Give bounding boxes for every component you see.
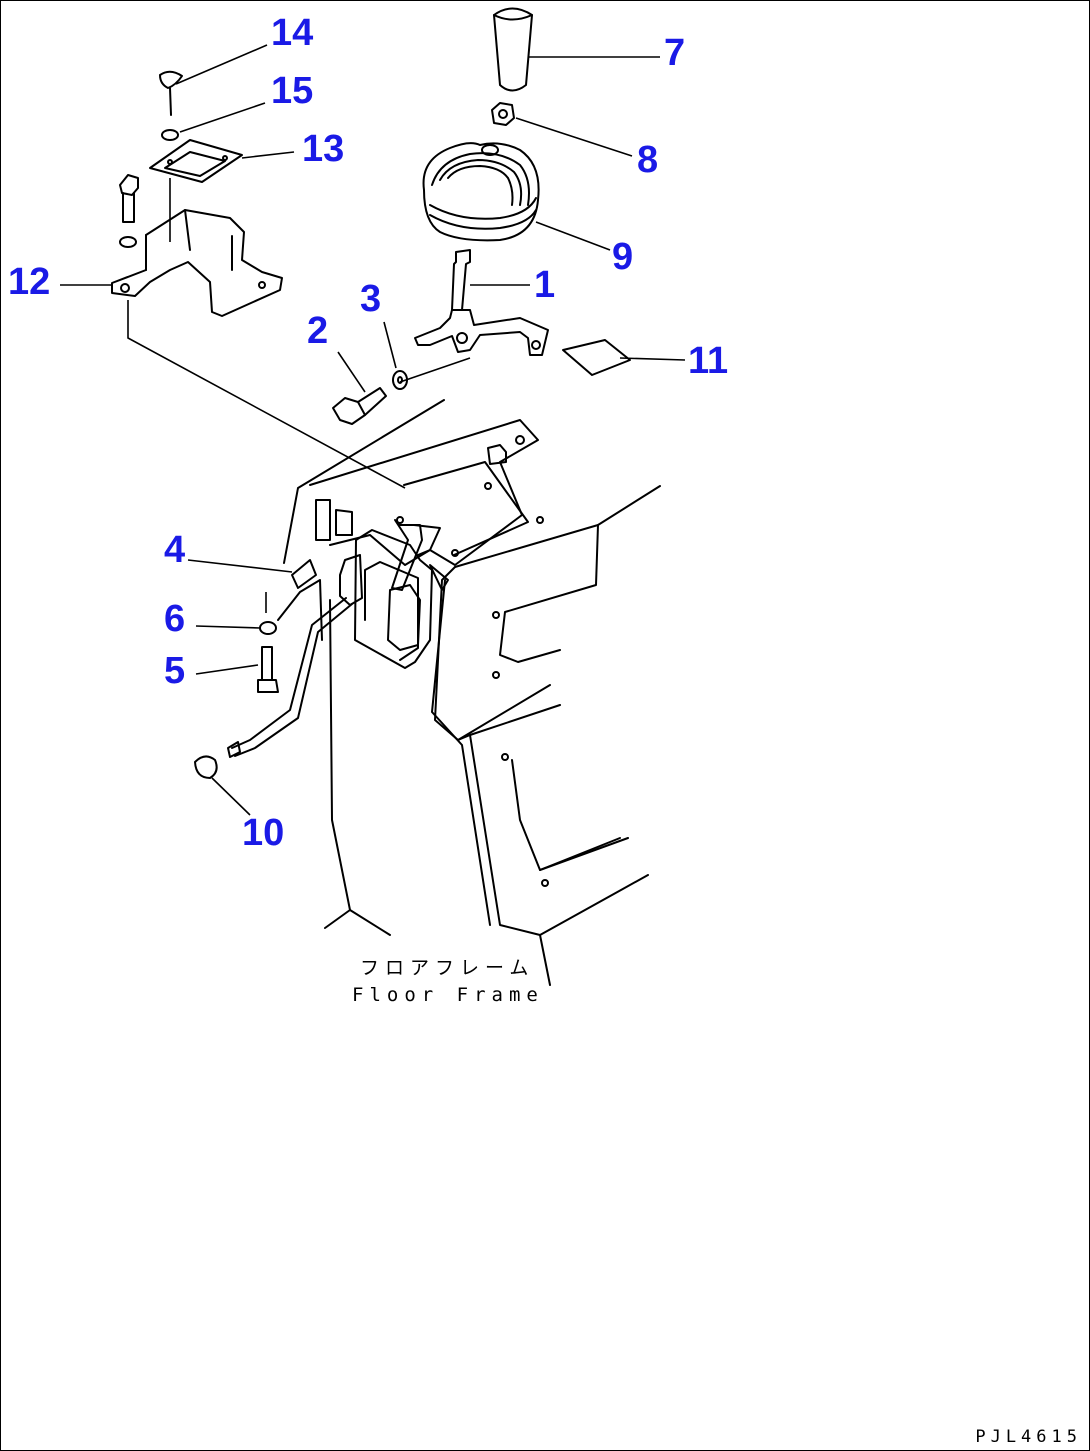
callout-2: 2 [307,310,329,352]
caption-japanese: フロアフレーム [360,957,535,979]
callout-10: 10 [242,812,285,854]
label-plate-part [562,339,631,376]
callout-13: 13 [302,128,345,170]
callout-4: 4 [164,529,186,571]
bolt-part [332,387,387,425]
callout-14: 14 [271,12,314,54]
knob-part [493,7,533,92]
caption-english: Floor Frame [352,984,544,1006]
callout-15: 15 [271,70,314,112]
nut-part [491,102,515,126]
callout-9: 9 [612,236,634,278]
leader-lines [60,44,686,816]
callout-5: 5 [164,650,186,692]
document-code: PJL4615 [975,1427,1082,1447]
boot-part [422,142,540,242]
callout-11: 11 [688,340,729,382]
small-parts [194,559,317,779]
callout-1: 1 [534,264,556,306]
callout-7: 7 [664,32,686,74]
lever-part [414,249,549,356]
callout-6: 6 [164,598,186,640]
callout-12: 12 [8,261,51,303]
callout-8: 8 [637,139,659,181]
bracket-assembly [111,70,283,317]
callout-3: 3 [360,278,382,320]
floor-frame-structure [227,399,661,986]
